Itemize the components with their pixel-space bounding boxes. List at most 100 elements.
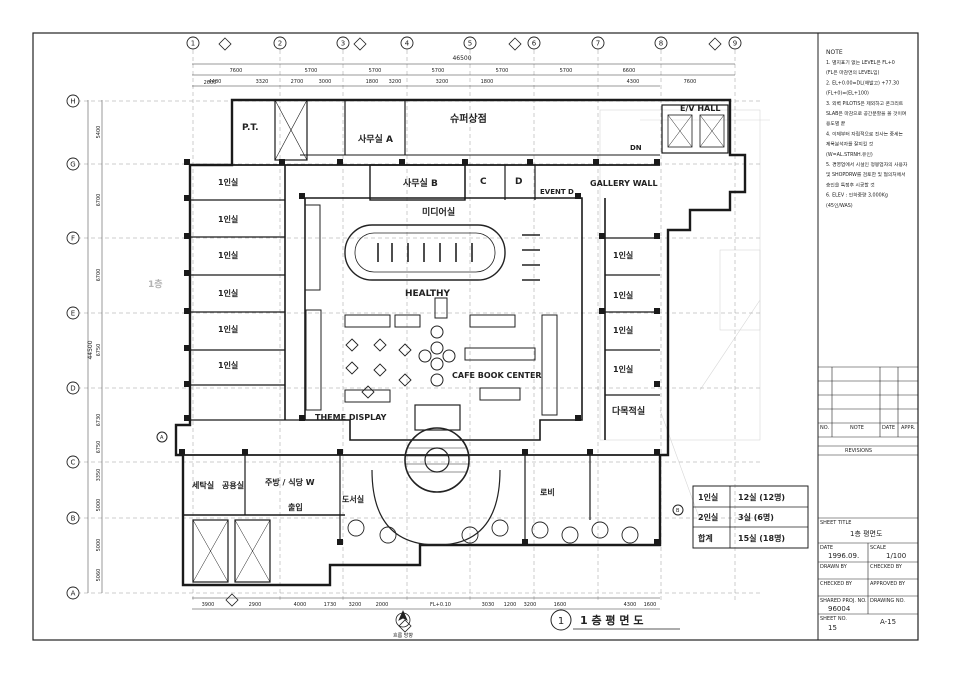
- dim-top-sub-value: 1800: [366, 79, 379, 85]
- planter: [379, 526, 397, 544]
- grid-label-col-1: 1: [191, 40, 195, 48]
- drawing-number: 1: [558, 616, 564, 627]
- section-a-label: A: [160, 435, 164, 441]
- dim-overall-width: 46500: [452, 55, 471, 62]
- structural-column: [184, 270, 190, 276]
- label-ev-hall: E/V HALL: [680, 104, 720, 113]
- dim-top-value: 7600: [230, 68, 243, 74]
- building-walls: [174, 98, 747, 587]
- structural-grid: [70, 50, 760, 600]
- note-line: 5. 경영업에서 시설인 정봉업자의 사용자: [826, 161, 908, 168]
- structural-column: [575, 193, 581, 199]
- revisions-grid: [818, 366, 918, 456]
- cafe-round-table: [430, 325, 444, 339]
- section-diamond: [398, 619, 412, 633]
- dim-bottom-value: 1600: [554, 602, 567, 608]
- dim-top-value: 6600: [623, 68, 636, 74]
- date-value: 1996.09.: [828, 552, 859, 560]
- note-line: (W=AL.STRNH.유인): [826, 151, 873, 158]
- dim-bottom-value: 4300: [624, 602, 637, 608]
- structural-column: [299, 193, 305, 199]
- notes-list: 1. 별지표기 없는 LEVEL은 FL+0(FL은 마감면의 LEVEL임)2…: [826, 59, 908, 209]
- structural-column: [654, 233, 660, 239]
- grid-bubble-col-5: [463, 36, 477, 50]
- courtyard-features: [304, 204, 639, 546]
- planter: [561, 526, 579, 544]
- note-line: 제목분석자를 잘지킬 것: [826, 141, 874, 148]
- section-diamond: [218, 37, 232, 51]
- dim-bottom-value: 1730: [324, 602, 337, 608]
- grid-bubble-row-E: [66, 306, 80, 320]
- sheet-border: [32, 32, 919, 641]
- sheet-title-label: SHEET TITLE: [820, 520, 851, 526]
- note-line: 1. 별지표기 없는 LEVEL은 FL+0: [826, 59, 895, 66]
- structural-column: [593, 159, 599, 165]
- proj-label: SHARED PROJ. NO.: [820, 598, 867, 604]
- grid-bubble-row-F: [66, 231, 80, 245]
- label-bottom-left-2: 공용실: [222, 480, 244, 490]
- structural-column: [654, 449, 660, 455]
- note-line: 승인을 특정후 시공할 것: [826, 181, 875, 188]
- rev-col-no: NO.: [820, 425, 829, 431]
- structural-column: [184, 195, 190, 201]
- grid-label-col-3: 3: [341, 40, 345, 48]
- structural-column: [527, 159, 533, 165]
- structural-column: [654, 539, 660, 545]
- structural-column: [184, 308, 190, 314]
- drawing-title: 1 층 평 면 도: [580, 613, 643, 627]
- structural-column: [179, 449, 185, 455]
- section-diamond: [225, 593, 239, 607]
- dim-top-sub-value: 3000: [319, 79, 332, 85]
- grid-bubble-row-B: [66, 511, 80, 525]
- label-gallery-wall: GALLERY WALL: [590, 179, 658, 188]
- dim-left-value: 6750: [96, 441, 102, 454]
- dwg-label: DRAWING NO.: [870, 598, 905, 604]
- sheet-no-label: SHEET NO.: [820, 616, 847, 622]
- grid-bubble-row-A: [66, 586, 80, 600]
- label-west-room: 1인실: [218, 360, 238, 370]
- structural-column: [599, 233, 605, 239]
- grid-label-col-9: 9: [733, 40, 737, 48]
- checked-label: CHECKED BY: [870, 564, 903, 570]
- cafe-table: [398, 343, 412, 357]
- grid-bubble-row-H: [66, 94, 80, 108]
- cafe-table: [361, 385, 375, 399]
- grid-bubble-col-7: [591, 36, 605, 50]
- grid-label-col-7: 7: [596, 40, 600, 48]
- note-line: SLAB은 마감으로 공간분할을 볼 것이며: [826, 110, 906, 117]
- sheet-title: 1층 평면도: [850, 529, 883, 538]
- label-media: 미디어실: [422, 206, 455, 218]
- scale-label: SCALE: [870, 545, 886, 551]
- label-west-room: 1인실: [218, 214, 238, 224]
- dim-bottom-value: 2900: [249, 602, 262, 608]
- drawing-number-bubble: [550, 609, 572, 631]
- label-east-room: 1인실: [613, 364, 633, 374]
- label-west-room: 1인실: [218, 250, 238, 260]
- label-healthy: HEALTHY: [405, 289, 451, 299]
- structural-column: [337, 449, 343, 455]
- structural-column: [279, 159, 285, 165]
- structural-column: [184, 381, 190, 387]
- dim-left-value: 5400: [96, 126, 102, 139]
- level-mark-1: FL+0.10: [430, 602, 451, 608]
- label-theme: THEME DISPLAY: [315, 413, 387, 422]
- note-line: 4. 이제부터 자립적으로 진사는 중세는: [826, 130, 903, 137]
- dim-top-sub-value: 3200: [436, 79, 449, 85]
- dim-top-value: 5700: [496, 68, 509, 74]
- dim-bottom-value: 1600: [644, 602, 657, 608]
- note-line: 및 SHOPDRW를 검토한 및 협의처에서: [826, 171, 906, 178]
- dim-bottom-value: 3200: [524, 602, 537, 608]
- notes-heading: NOTE: [826, 49, 843, 56]
- date-label: DATE: [820, 545, 833, 551]
- cafe-round-table: [430, 357, 444, 371]
- structural-column: [184, 345, 190, 351]
- cafe-round-table: [430, 341, 444, 355]
- label-east-room: 1인실: [613, 290, 633, 300]
- sheet-no-value: 15: [828, 624, 837, 632]
- label-office-b: 사무실 B: [403, 177, 438, 189]
- dim-top-sub-value: 3200: [389, 79, 402, 85]
